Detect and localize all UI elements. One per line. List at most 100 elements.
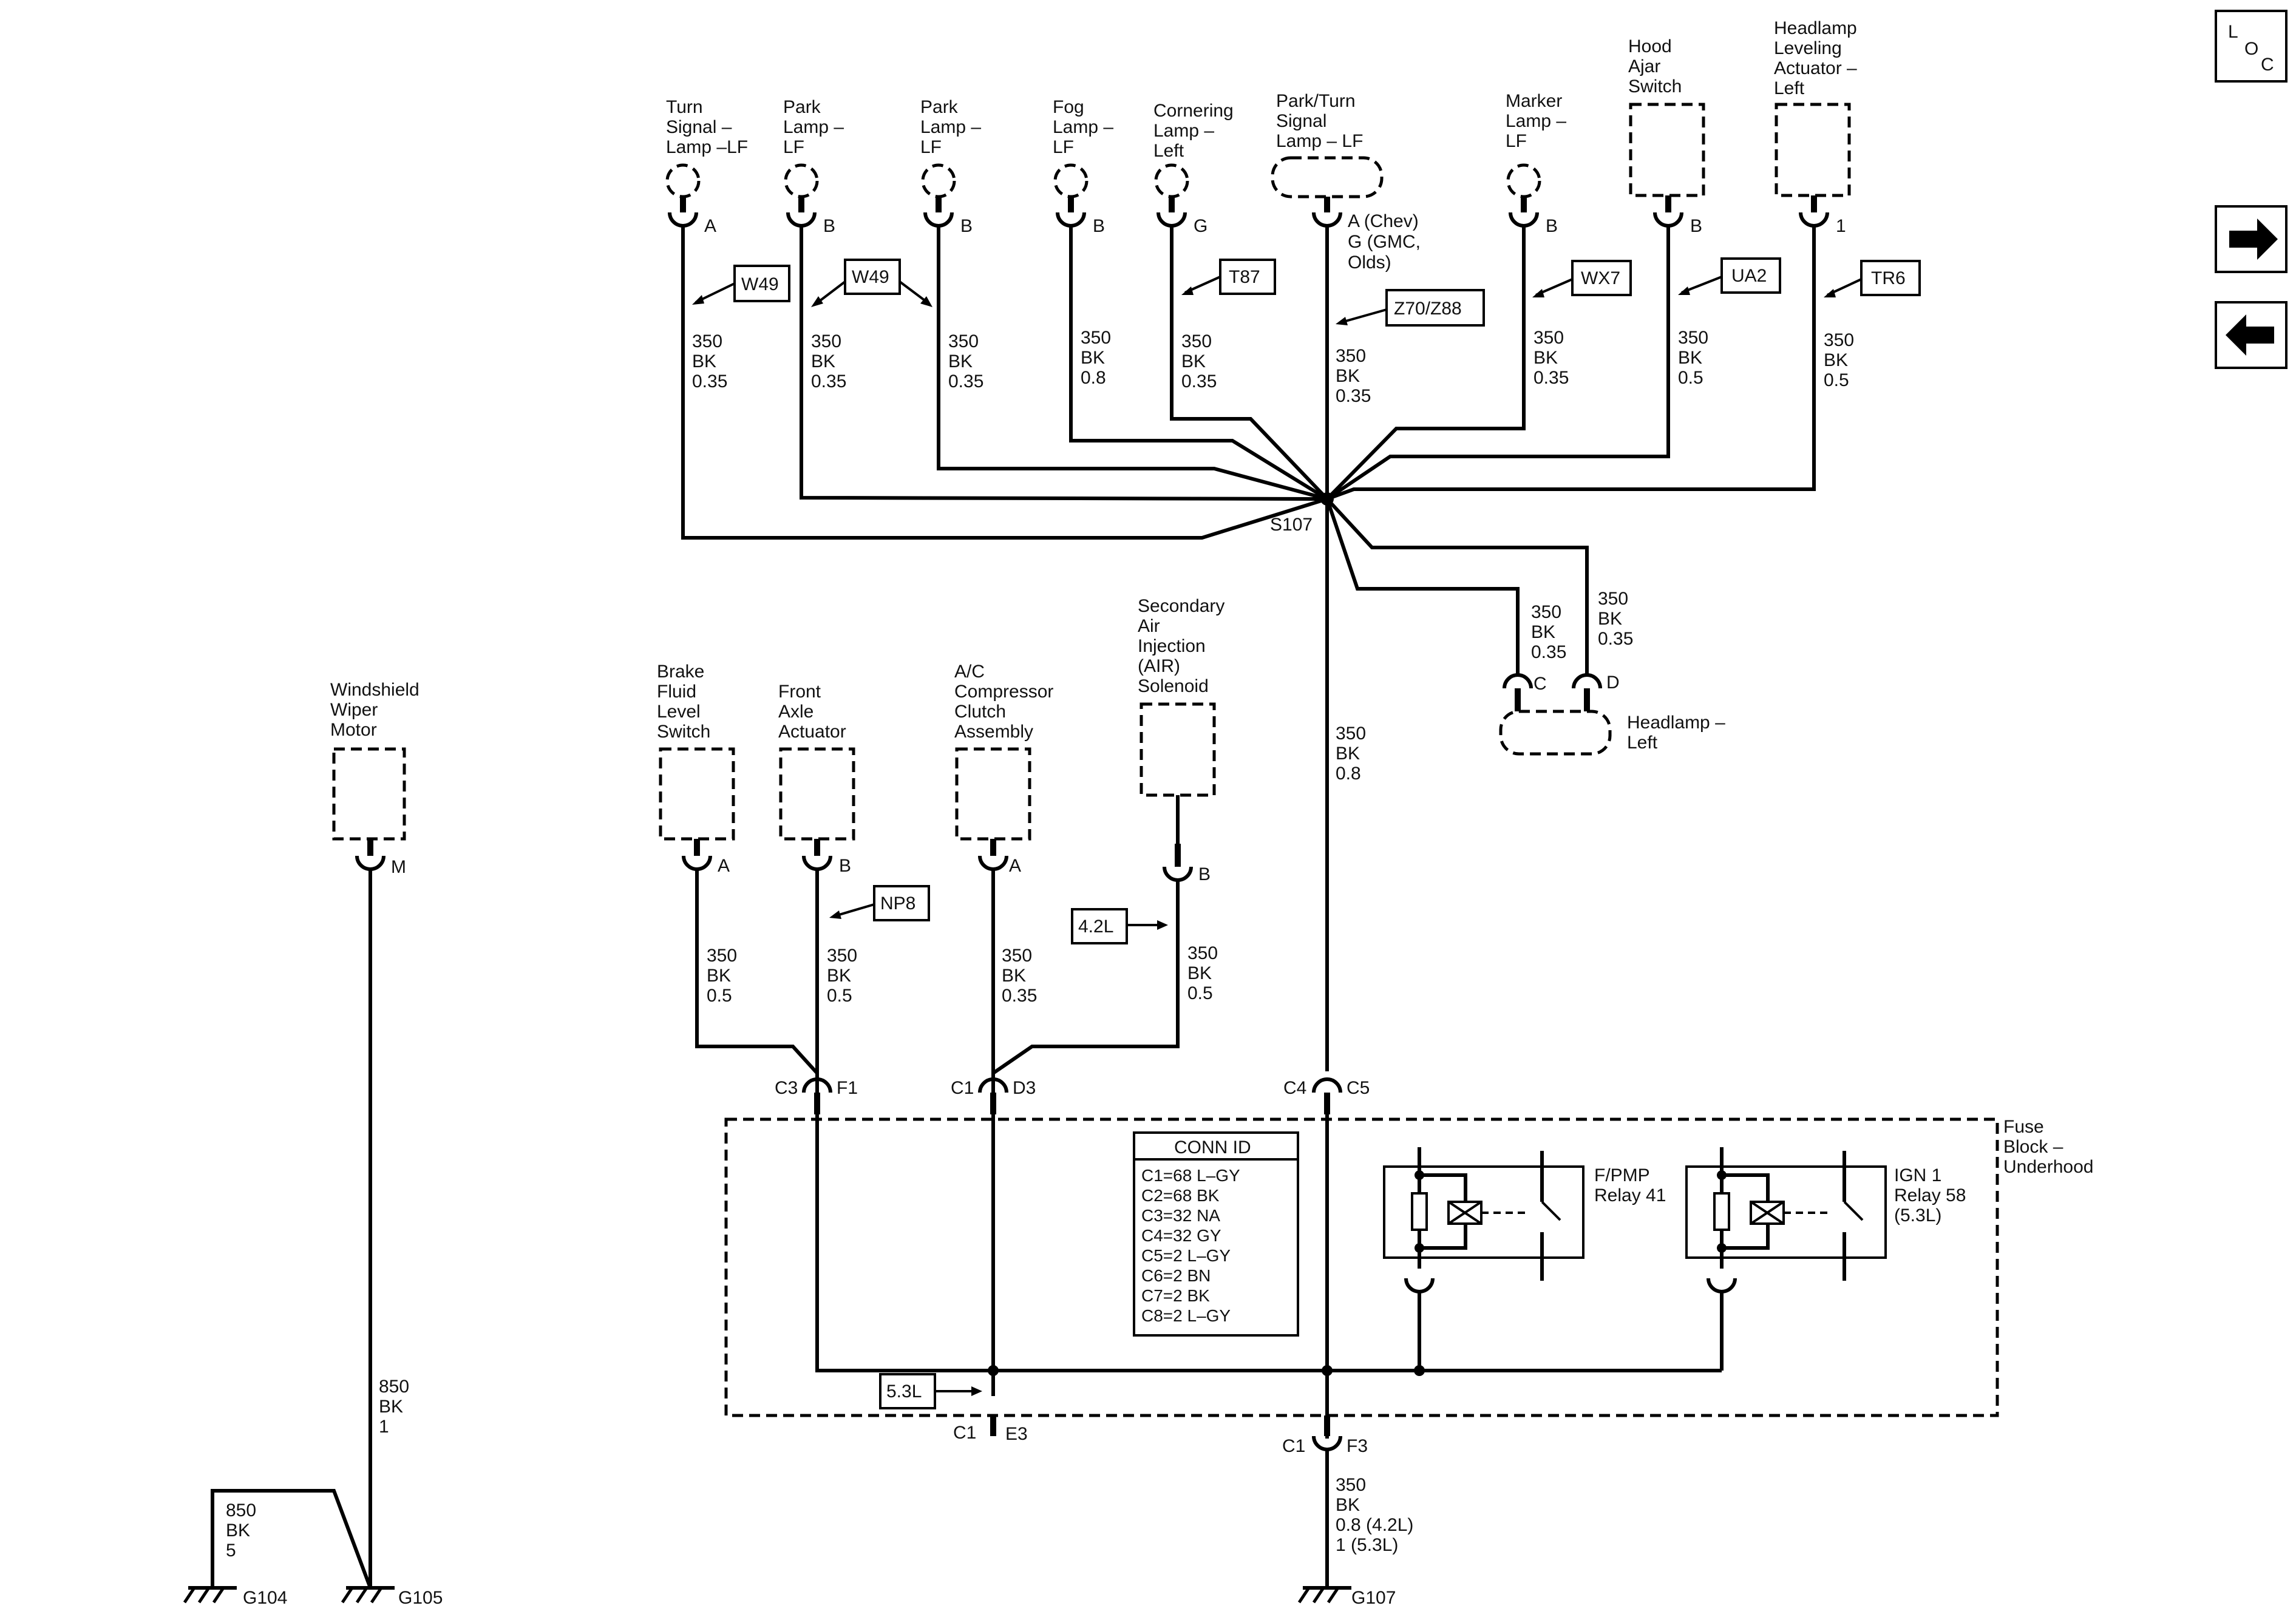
next-page-button[interactable] [2215,205,2288,273]
label-line: LF [783,137,804,157]
label-line: Relay 41 [1594,1185,1666,1205]
arrow-left-icon [2226,314,2274,356]
middle-wires [695,869,1180,1396]
wire-spec-label: 1 [379,1417,389,1437]
label-line: Ajar [1628,56,1660,76]
top-connectors [668,195,1829,228]
wire-spec-label: C1 [953,1423,976,1443]
wire-spec-label: 0.35 [1533,368,1569,388]
pin-label: M [391,857,406,877]
wire-spec-label: BK [948,351,973,371]
label-line: Headlamp [1774,18,1857,38]
pin-label: A [704,216,716,236]
label-line: Lamp – [783,117,844,137]
label-line: Lamp – [1506,111,1566,131]
loc-button[interactable]: L O C [2215,10,2288,83]
pin-label: B [823,216,835,236]
top-wires [681,226,1816,1071]
wire-spec-label: BK [1181,351,1206,371]
label-line: Fog [1053,97,1084,117]
headlamp-left: Headlamp – Left C D [1499,673,1725,756]
label-line: Clutch [954,702,1006,722]
wire-spec-label: 0.35 [1002,986,1037,1006]
prev-page-button[interactable] [2215,301,2288,369]
wire-spec-label: C4 [1283,1078,1306,1098]
label-line: Left [1627,733,1658,753]
wire-spec-label: 5 [226,1541,236,1561]
wire-spec-label: BK [1336,1495,1360,1515]
wire-spec-label: 850 [379,1377,409,1397]
wire-spec-label: BK [1824,350,1848,370]
wire-spec-label: 350 [1336,1475,1366,1495]
wire-spec-label: 350 [1181,331,1212,351]
turn-signal-lamp-lf: Turn Signal – Lamp –LF [665,97,748,198]
hood-ajar-switch: Hood Ajar Switch [1628,36,1705,197]
secondary-air-injection-solenoid: Secondary Air Injection (AIR) Solenoid B [1138,596,1224,884]
wire-spec-label: 0.8 (4.2L) [1336,1515,1413,1535]
label-line: IGN 1 [1894,1165,1941,1185]
label-line: Motor [330,720,377,740]
wire-spec-label: 350 [1002,946,1032,966]
wire-spec-label: BK [1002,966,1026,986]
label-line: Injection [1138,636,1206,656]
option-tr6: TR6 [1871,268,1906,288]
pin-label: C [1533,674,1547,694]
conn-id-row: C3=32 NA [1141,1206,1220,1225]
wire-spec-label: 350 [707,946,737,966]
pin-label: G (GMC, [1348,232,1421,252]
conn-id-table: CONN ID C1=68 L–GY C2=68 BK C3=32 NA C4=… [1133,1131,1299,1337]
arrow-right-icon [2229,219,2278,260]
wire-spec-label: 350 [1533,328,1564,348]
wire-spec-label: 850 [226,1500,256,1520]
pin-label: Olds) [1348,253,1391,273]
label-line: (AIR) [1138,656,1180,676]
option-callouts: W49 W49 T87 Z70/Z88 WX7 UA2 TR6 [692,257,1921,327]
wire-spec-label: 0.35 [948,371,983,392]
label-line: Switch [657,722,710,742]
wire-spec-label: BK [811,351,835,371]
wire-spec-label: 350 [1336,724,1366,744]
park-lamp-lf-1: Park Lamp – LF [783,97,844,198]
wire-spec-label: 0.5 [707,986,732,1006]
wire-spec-label: E3 [1005,1424,1028,1444]
label-line: Axle [778,702,813,722]
label-line: Lamp – LF [1276,131,1363,151]
ground-g105: G105 [341,1586,443,1608]
option-wx7: WX7 [1581,268,1620,288]
wire-spec-label: 0.35 [1531,642,1566,662]
label-line: Actuator [778,722,846,742]
label-line: Hood [1628,36,1672,56]
wire-spec-label: G107 [1351,1588,1396,1608]
cornering-lamp-left: Cornering Lamp – Left [1153,101,1234,198]
wire-spec-label: 350 [1531,602,1561,622]
pin-label: B [1546,216,1558,236]
park-lamp-lf-2: Park Lamp – LF [920,97,981,198]
conn-id-row: C2=68 BK [1141,1186,1220,1205]
pin-label: B [1690,216,1702,236]
label-line: F/PMP [1594,1165,1650,1185]
label-line: Solenoid [1138,676,1209,696]
wire-spec-label: 0.35 [692,371,727,392]
ground-g104: G104 [183,1586,287,1608]
conn-id-row: C4=32 GY [1141,1226,1221,1245]
label-line: Air [1138,616,1160,636]
wire-spec-label: 350 [1824,330,1854,350]
brake-fluid-level-switch: Brake Fluid Level Switch A [657,662,735,876]
ign1-relay-58: IGN 1 Relay 58 (5.3L) [1685,1147,1966,1371]
pin-label: B [960,216,973,236]
ground-g107: G107 [1297,1586,1396,1608]
wire-spec-label: BK [1598,609,1622,629]
wire-spec-label: 350 [827,946,857,966]
pin-label: G [1194,216,1207,236]
label-line: Fuse [2003,1117,2044,1137]
label-line: Windshield [330,680,419,700]
label-line: Park [920,97,959,117]
wire-spec-label: 0.5 [827,986,852,1006]
wire-spec-label: C5 [1347,1078,1370,1098]
wire-spec-label: 0.8 [1081,368,1106,388]
